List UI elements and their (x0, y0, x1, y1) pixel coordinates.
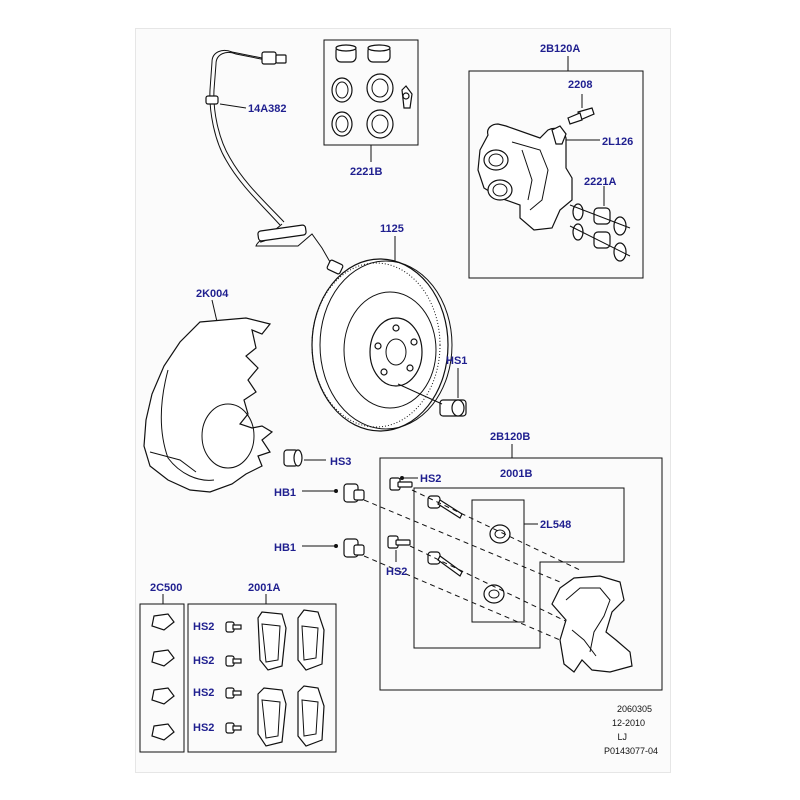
caliper-seals[interactable] (569, 203, 631, 262)
pad-screws[interactable] (225, 621, 242, 734)
ref-number: 2060305 (617, 704, 652, 714)
shield-bolt[interactable] (283, 449, 303, 467)
guide-boot-bottom[interactable] (483, 584, 505, 604)
label-shield[interactable]: 2K004 (196, 288, 229, 300)
label-bleed-screw[interactable]: 2208 (568, 79, 592, 91)
brake-pads[interactable] (257, 609, 325, 747)
label-shield-bolt[interactable]: HS3 (330, 456, 351, 468)
caliper-carrier[interactable] (551, 575, 633, 673)
hub-bolt-bottom[interactable] (343, 538, 365, 558)
bleed-cap[interactable] (551, 125, 567, 145)
label-bleed-cap[interactable]: 2L126 (602, 136, 633, 148)
seal-kit-group[interactable] (323, 39, 419, 146)
label-guide-boot[interactable]: 2L548 (540, 519, 571, 531)
dust-shield[interactable] (143, 317, 274, 493)
guide-pin-box (413, 487, 625, 649)
bleed-screw[interactable] (567, 107, 595, 125)
label-hub-bolt-top[interactable]: HB1 (274, 487, 296, 499)
label-pad-screw-4[interactable]: HS2 (193, 722, 214, 734)
carrier-bolt-top[interactable] (389, 477, 413, 491)
label-disc[interactable]: 1125 (380, 223, 404, 235)
label-caliper-seal[interactable]: 2221A (584, 176, 616, 188)
label-caliper-assy[interactable]: 2B120A (540, 43, 580, 55)
pad-clips[interactable] (151, 613, 175, 741)
carrier-box (379, 457, 663, 691)
caliper-body[interactable] (477, 123, 573, 231)
label-sensor[interactable]: 14A382 (248, 103, 287, 115)
label-carrier-bolt-top[interactable]: HS2 (420, 473, 441, 485)
caliper-box (468, 70, 644, 279)
ref-date: 12-2010 (612, 718, 645, 728)
guide-boot-top[interactable] (489, 524, 511, 544)
guide-pin-top[interactable] (427, 495, 463, 519)
label-seal-kit[interactable]: 2221B (350, 166, 382, 178)
label-pad-screw-3[interactable]: HS2 (193, 687, 214, 699)
label-carrier-bolt-bottom[interactable]: HS2 (386, 566, 407, 578)
guide-boot-box (471, 499, 525, 623)
label-disc-bolt[interactable]: HS1 (446, 355, 467, 367)
ref-code: P0143077-04 (604, 746, 658, 756)
clip-box (139, 603, 185, 753)
carrier-bolt-bottom-part[interactable] (387, 535, 411, 549)
label-pad-screw-1[interactable]: HS2 (193, 621, 214, 633)
label-pad-kit[interactable]: 2001A (248, 582, 280, 594)
label-guide-pin-kit[interactable]: 2001B (500, 468, 532, 480)
ref-initials: LJ (617, 732, 627, 742)
guide-pin-bottom[interactable] (427, 551, 463, 577)
label-carrier-assy[interactable]: 2B120B (490, 431, 530, 443)
disc-screw[interactable] (397, 383, 467, 417)
abs-sensor[interactable] (205, 49, 344, 275)
brake-disc[interactable] (311, 258, 453, 432)
label-hub-bolt-bottom[interactable]: HB1 (274, 542, 296, 554)
label-clip-kit[interactable]: 2C500 (150, 582, 182, 594)
pad-box (187, 603, 337, 753)
label-pad-screw-2[interactable]: HS2 (193, 655, 214, 667)
hub-bolt-top[interactable] (343, 483, 365, 503)
